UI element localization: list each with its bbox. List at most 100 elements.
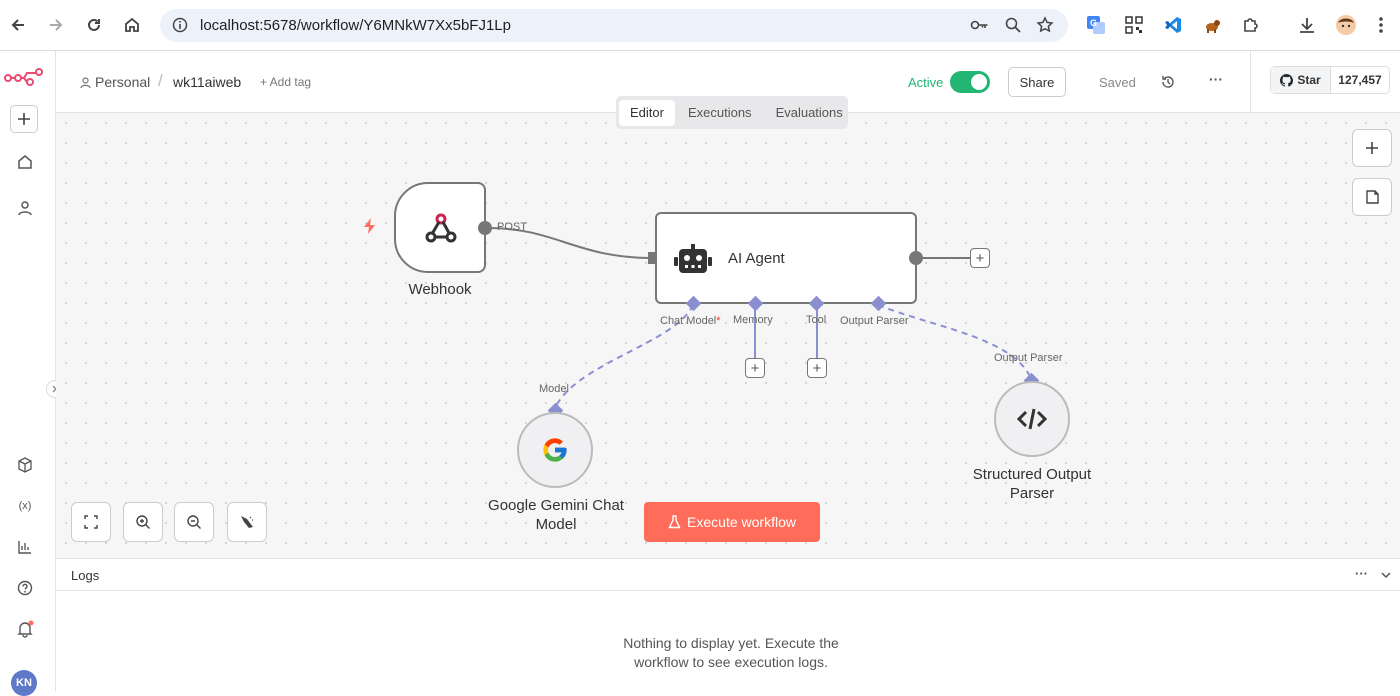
robot-icon: [674, 244, 712, 273]
logs-empty-line2: workflow to see execution logs.: [634, 654, 828, 670]
gemini-label-line1: Google Gemini Chat: [488, 497, 624, 514]
saved-status: Saved: [1099, 75, 1136, 90]
header-divider: [1250, 51, 1251, 113]
notifications-bell-icon[interactable]: [14, 618, 36, 640]
webhook-post-label: POST: [497, 221, 527, 233]
logs-empty-line1: Nothing to display yet. Execute the: [623, 635, 839, 651]
add-tool-button[interactable]: +: [807, 358, 827, 378]
create-plus-icon[interactable]: [10, 105, 38, 133]
structured-output-parser-node[interactable]: [994, 381, 1070, 457]
gemini-chat-model-node[interactable]: [517, 412, 593, 488]
logs-more-button[interactable]: ···: [1355, 566, 1368, 581]
webhook-label: Webhook: [408, 281, 472, 298]
sticky-note-button[interactable]: [1352, 178, 1392, 216]
reload-icon[interactable]: [82, 13, 106, 37]
parser-label-line1: Structured Output: [972, 466, 1092, 483]
gemini-model-port-label: Model: [539, 383, 569, 395]
parser-port-label: Output Parser: [994, 352, 1063, 364]
user-nav-icon[interactable]: [14, 197, 36, 219]
add-tag-button[interactable]: + Add tag: [260, 75, 312, 89]
tab-executions[interactable]: Executions: [687, 105, 752, 120]
fit-view-button[interactable]: [71, 502, 111, 542]
help-icon[interactable]: [14, 577, 36, 599]
user-avatar[interactable]: KN: [11, 670, 37, 696]
execute-workflow-button[interactable]: Execute workflow: [644, 502, 820, 542]
chat-model-port-label: Chat Model*: [660, 315, 721, 327]
github-star-count: 127,457: [1338, 73, 1382, 87]
qr-code-icon[interactable]: [1123, 14, 1145, 36]
translate-extension-icon[interactable]: G: [1085, 14, 1107, 36]
templates-cube-icon[interactable]: [14, 454, 36, 476]
logs-header[interactable]: Logs ···: [56, 559, 1400, 591]
variables-icon[interactable]: (x): [18, 500, 32, 512]
site-info-icon[interactable]: [172, 17, 188, 38]
agent-input-port: [648, 252, 656, 264]
svg-text:G: G: [1090, 18, 1097, 28]
add-next-node-button[interactable]: +: [970, 248, 990, 268]
add-memory-button[interactable]: +: [745, 358, 765, 378]
github-icon: [1280, 73, 1294, 87]
browser-menu-icon[interactable]: [1370, 14, 1392, 36]
address-bar[interactable]: localhost:5678/workflow/Y6MNkW7Xx5bFJ1Lp: [160, 9, 1068, 42]
zoom-icon[interactable]: [1004, 16, 1022, 39]
google-icon: [543, 438, 567, 462]
memory-port-label: Memory: [733, 314, 773, 326]
download-icon[interactable]: [1296, 14, 1318, 36]
add-node-button[interactable]: [1352, 129, 1392, 167]
tidy-up-button[interactable]: [227, 502, 267, 542]
history-icon[interactable]: [1160, 74, 1176, 93]
agent-output-port[interactable]: [909, 251, 923, 265]
home-nav-icon[interactable]: [14, 151, 36, 173]
breadcrumb-separator: /: [158, 71, 163, 90]
tab-editor[interactable]: Editor: [619, 99, 675, 126]
trigger-bolt-icon: [364, 218, 375, 234]
view-tabs: Editor Executions Evaluations: [616, 96, 848, 129]
webhook-icon: [425, 213, 457, 243]
gemini-label-line2: Model: [535, 516, 577, 533]
zoom-out-button[interactable]: [174, 502, 214, 542]
more-options-button[interactable]: ···: [1209, 71, 1223, 87]
output-parser-port-label: Output Parser: [840, 315, 909, 327]
extensions-puzzle-icon[interactable]: [1240, 14, 1262, 36]
parser-label: Structured Output Parser: [942, 465, 1122, 503]
share-button[interactable]: Share: [1008, 67, 1066, 97]
connections-layer: [487, 227, 1033, 409]
github-star-button[interactable]: Star 127,457: [1270, 66, 1390, 94]
tab-evaluations[interactable]: Evaluations: [775, 105, 843, 120]
connection-chat-model: [554, 304, 694, 409]
bookmark-star-icon[interactable]: [1036, 16, 1054, 39]
zoom-in-button[interactable]: [123, 502, 163, 542]
breadcrumb-project[interactable]: Personal: [95, 74, 151, 90]
forward-icon[interactable]: [44, 13, 68, 37]
key-icon[interactable]: [970, 16, 990, 39]
logs-title: Logs: [71, 568, 100, 583]
insights-chart-icon[interactable]: [14, 536, 36, 558]
dog-extension-icon[interactable]: [1201, 14, 1223, 36]
workflow-name[interactable]: wk11aiweb: [173, 74, 242, 90]
browser-toolbar: localhost:5678/workflow/Y6MNkW7Xx5bFJ1Lp…: [0, 0, 1400, 51]
chevron-down-icon[interactable]: [1380, 568, 1392, 586]
webhook-output-port[interactable]: [478, 221, 492, 235]
person-icon: [80, 76, 91, 92]
profile-avatar-icon[interactable]: [1335, 14, 1357, 36]
active-label: Active: [908, 75, 944, 90]
url-text: localhost:5678/workflow/Y6MNkW7Xx5bFJ1Lp: [200, 17, 511, 34]
chat-model-text: Chat Model: [660, 315, 717, 327]
home-icon[interactable]: [120, 13, 144, 37]
required-mark: *: [716, 315, 721, 327]
tool-port-label: Tool: [806, 314, 827, 326]
gemini-label: Google Gemini Chat Model: [466, 496, 646, 534]
workflow-canvas[interactable]: Editor Executions Evaluations POST Webho…: [56, 96, 1400, 558]
n8n-logo-icon[interactable]: [4, 66, 44, 88]
flask-icon: [668, 515, 681, 529]
connection-webhook-agent: [487, 227, 653, 259]
back-icon[interactable]: [6, 13, 30, 37]
active-toggle[interactable]: [950, 71, 990, 93]
ai-agent-node[interactable]: AI Agent: [655, 212, 917, 304]
logs-panel: Logs ··· Nothing to display yet. Execute…: [56, 558, 1400, 691]
vscode-extension-icon[interactable]: [1162, 14, 1184, 36]
left-sidebar: (x) KN: [0, 51, 64, 696]
code-icon: [1017, 408, 1047, 430]
webhook-node[interactable]: [394, 182, 486, 273]
github-star-part[interactable]: Star: [1271, 67, 1331, 93]
